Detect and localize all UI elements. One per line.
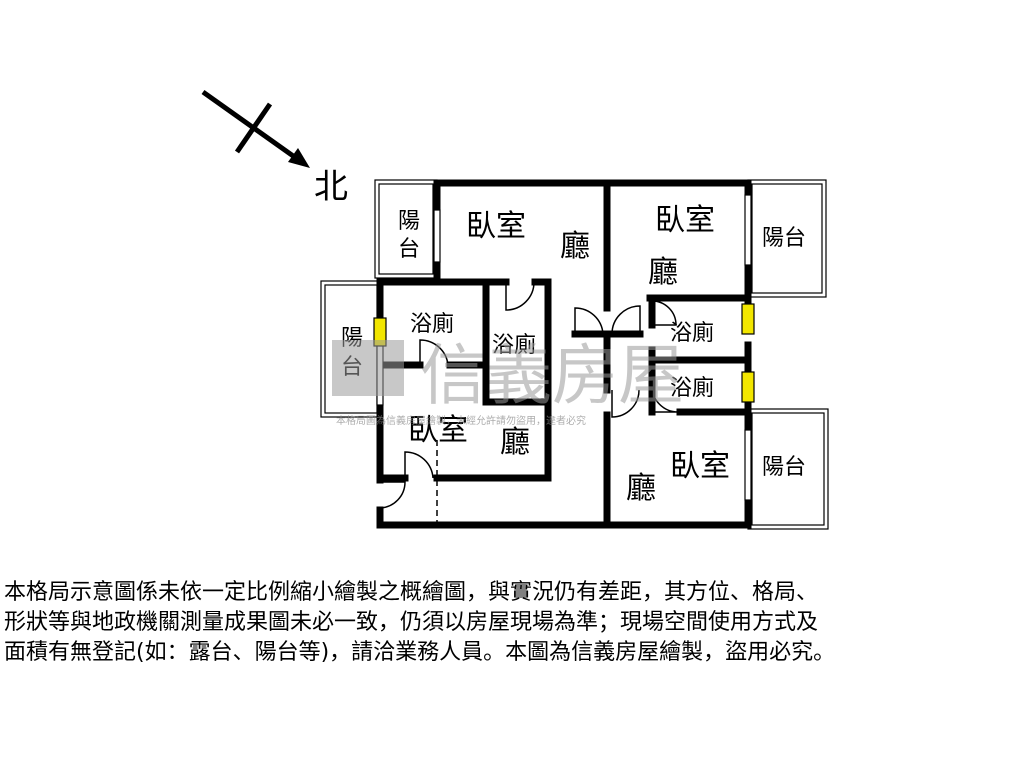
watermark: 信義房屋 本格局圖為信義房屋繪製，未經允許請勿盜用，違者必究 bbox=[332, 337, 684, 427]
room-label-bath: 浴廁 bbox=[410, 312, 454, 337]
room-label-balcony: 陽台 bbox=[762, 455, 806, 480]
room-label-bedroom: 臥室 bbox=[670, 449, 730, 484]
brand-logo-icon bbox=[332, 340, 404, 396]
room-label-bedroom: 臥室 bbox=[408, 413, 468, 448]
room-label-balcony: 陽 bbox=[398, 209, 420, 234]
room-label-living: 廳 bbox=[500, 425, 530, 460]
room-label-bath: 浴廁 bbox=[670, 376, 714, 401]
floor-plan: 北 bbox=[201, 89, 829, 530]
room-label-balcony: 陽台 bbox=[762, 226, 806, 251]
yellow-window-markers bbox=[373, 303, 755, 403]
doors bbox=[379, 281, 679, 509]
disclaimer-line: 面積有無登記(如：露台、陽台等)，請洽業務人員。本圖為信義房屋繪製，盜用必究。 bbox=[4, 640, 836, 665]
room-label-living: 廳 bbox=[648, 255, 678, 290]
disclaimer-line: 本格局示意圖係未依一定比例縮小繪製之概繪圖，與實況仍有差距，其方位、格局、 bbox=[4, 580, 819, 605]
room-label-living: 廳 bbox=[626, 471, 656, 506]
disclaimer-text: 本格局示意圖係未依一定比例縮小繪製之概繪圖，與實況仍有差距，其方位、格局、 形狀… bbox=[4, 578, 1020, 668]
room-label-bath: 浴廁 bbox=[492, 333, 536, 358]
room-label-bath: 浴廁 bbox=[670, 321, 714, 346]
disclaimer-line: 形狀等與地政機關測量成果圖未必一致，仍須以房屋現場為準；現場空間使用方式及 bbox=[4, 610, 819, 635]
room-label-living: 廳 bbox=[560, 229, 590, 264]
watermark-fine-print: 本格局圖為信義房屋繪製，未經允許請勿盜用，違者必究 bbox=[336, 414, 586, 427]
north-arrow-icon bbox=[201, 89, 310, 168]
north-label: 北 bbox=[314, 167, 348, 207]
room-label-balcony: 台 bbox=[398, 237, 420, 262]
room-label-bedroom: 臥室 bbox=[655, 203, 715, 238]
room-label-bedroom: 臥室 bbox=[466, 209, 526, 244]
watermark-brand: 信義房屋 bbox=[420, 337, 684, 414]
